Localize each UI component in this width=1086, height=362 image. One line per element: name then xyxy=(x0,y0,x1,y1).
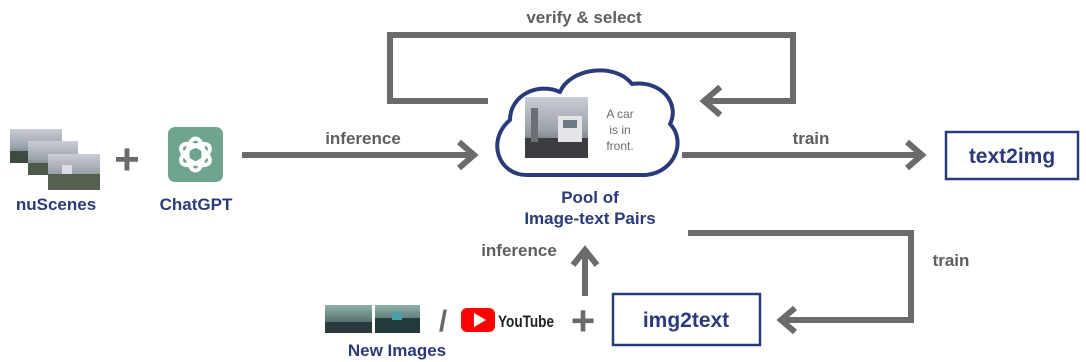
inference-arrow-up xyxy=(570,245,600,296)
nuscenes-images xyxy=(10,129,100,190)
verify-select-label: verify & select xyxy=(526,8,642,27)
nuscenes-label: nuScenes xyxy=(16,195,96,214)
train-label-right: train xyxy=(793,129,830,148)
text2img-box xyxy=(944,130,1080,181)
youtube-label: YouTube xyxy=(498,312,554,331)
train-label-down: train xyxy=(933,251,970,270)
train-arrow-right xyxy=(682,139,927,171)
chatgpt-logo-icon xyxy=(168,127,223,182)
chatgpt-label: ChatGPT xyxy=(160,195,233,214)
youtube-play-icon xyxy=(461,308,495,332)
plus-sign-top: + xyxy=(114,135,140,184)
text2img-label: text2img xyxy=(969,145,1055,168)
img2text-label: img2text xyxy=(643,309,729,332)
caption-line-2: is in xyxy=(609,123,630,137)
inference-label-top: inference xyxy=(325,129,401,148)
cloud-sample-image xyxy=(525,97,588,158)
caption-line-1: A car xyxy=(606,107,633,121)
new-images-label: New Images xyxy=(348,341,446,360)
img2text-box xyxy=(611,292,762,347)
inference-label-bottom: inference xyxy=(481,241,557,260)
pool-label-line-1: Pool of xyxy=(561,188,619,207)
pool-label-line-2: Image-text Pairs xyxy=(524,209,655,228)
slash-separator: / xyxy=(439,305,448,338)
inference-arrow-top xyxy=(242,139,479,171)
new-images-thumbnails xyxy=(325,305,420,333)
train-arrow-down xyxy=(688,230,914,335)
caption-line-3: front. xyxy=(606,139,633,153)
plus-sign-bottom: + xyxy=(571,297,596,344)
verify-select-loop-arrow xyxy=(387,32,796,118)
